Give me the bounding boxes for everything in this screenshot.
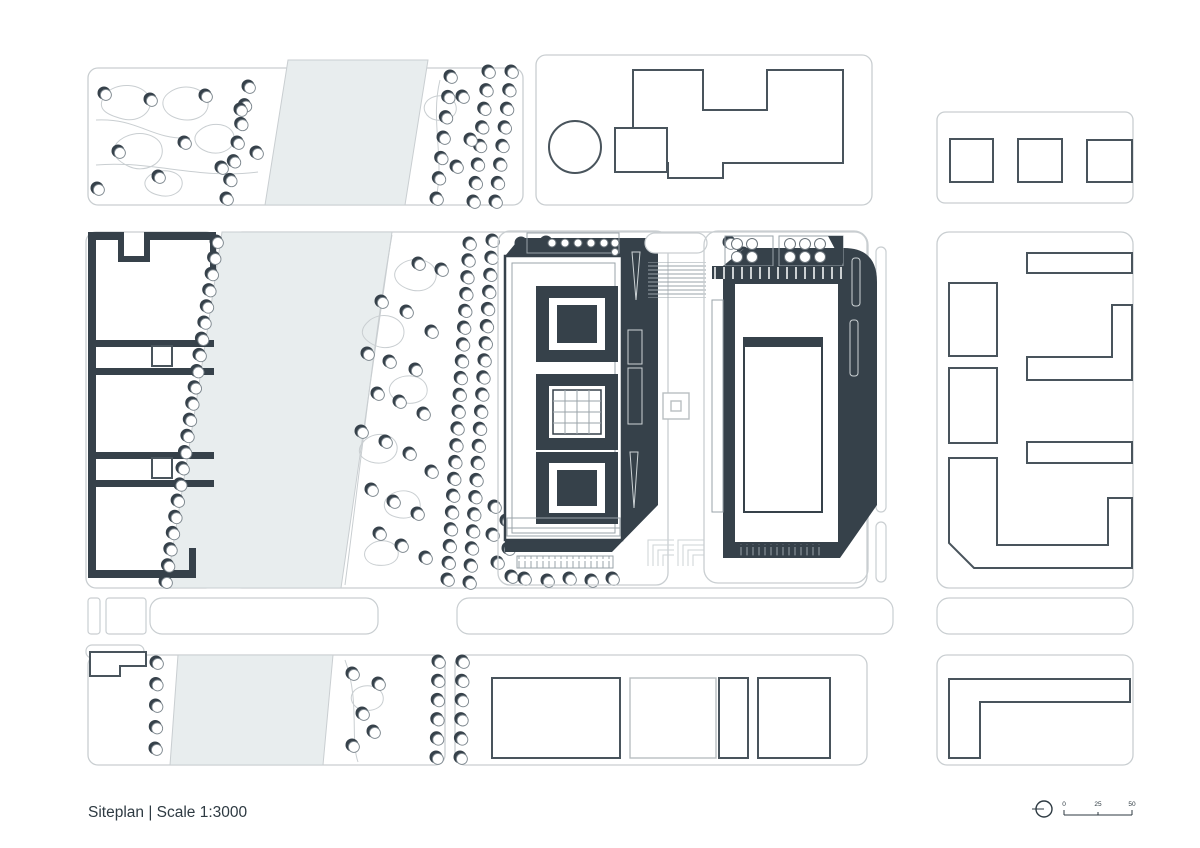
scale-label-25: 25: [1094, 801, 1102, 808]
road-islands: [85, 246, 1134, 659]
pergola-strip: [516, 555, 614, 569]
building-a: [497, 230, 669, 586]
round-building: [548, 120, 602, 174]
balcony-strip: [711, 299, 724, 513]
building-b: [703, 230, 877, 584]
titleblock: Siteplan | Scale 1:3000 0 25 50: [88, 800, 1136, 821]
central-plaza: [516, 232, 708, 569]
plaza-labyrinth-pavement: [647, 539, 704, 566]
building-b-tower: [743, 337, 823, 513]
drawing-title: Siteplan | Scale 1:3000: [88, 804, 248, 821]
river: [165, 59, 429, 766]
scale-label-50: 50: [1128, 801, 1136, 808]
scale-label-0: 0: [1062, 801, 1066, 808]
scale-bar: 0 25 50: [1062, 801, 1136, 816]
small-corner-building: [89, 651, 147, 677]
context-buildings: [491, 69, 1133, 759]
entry-canopy: [736, 543, 824, 557]
plaza-stairs: [648, 262, 706, 298]
north-arrow-icon: [1032, 800, 1053, 818]
perimeter-block-buildings: [88, 232, 216, 677]
